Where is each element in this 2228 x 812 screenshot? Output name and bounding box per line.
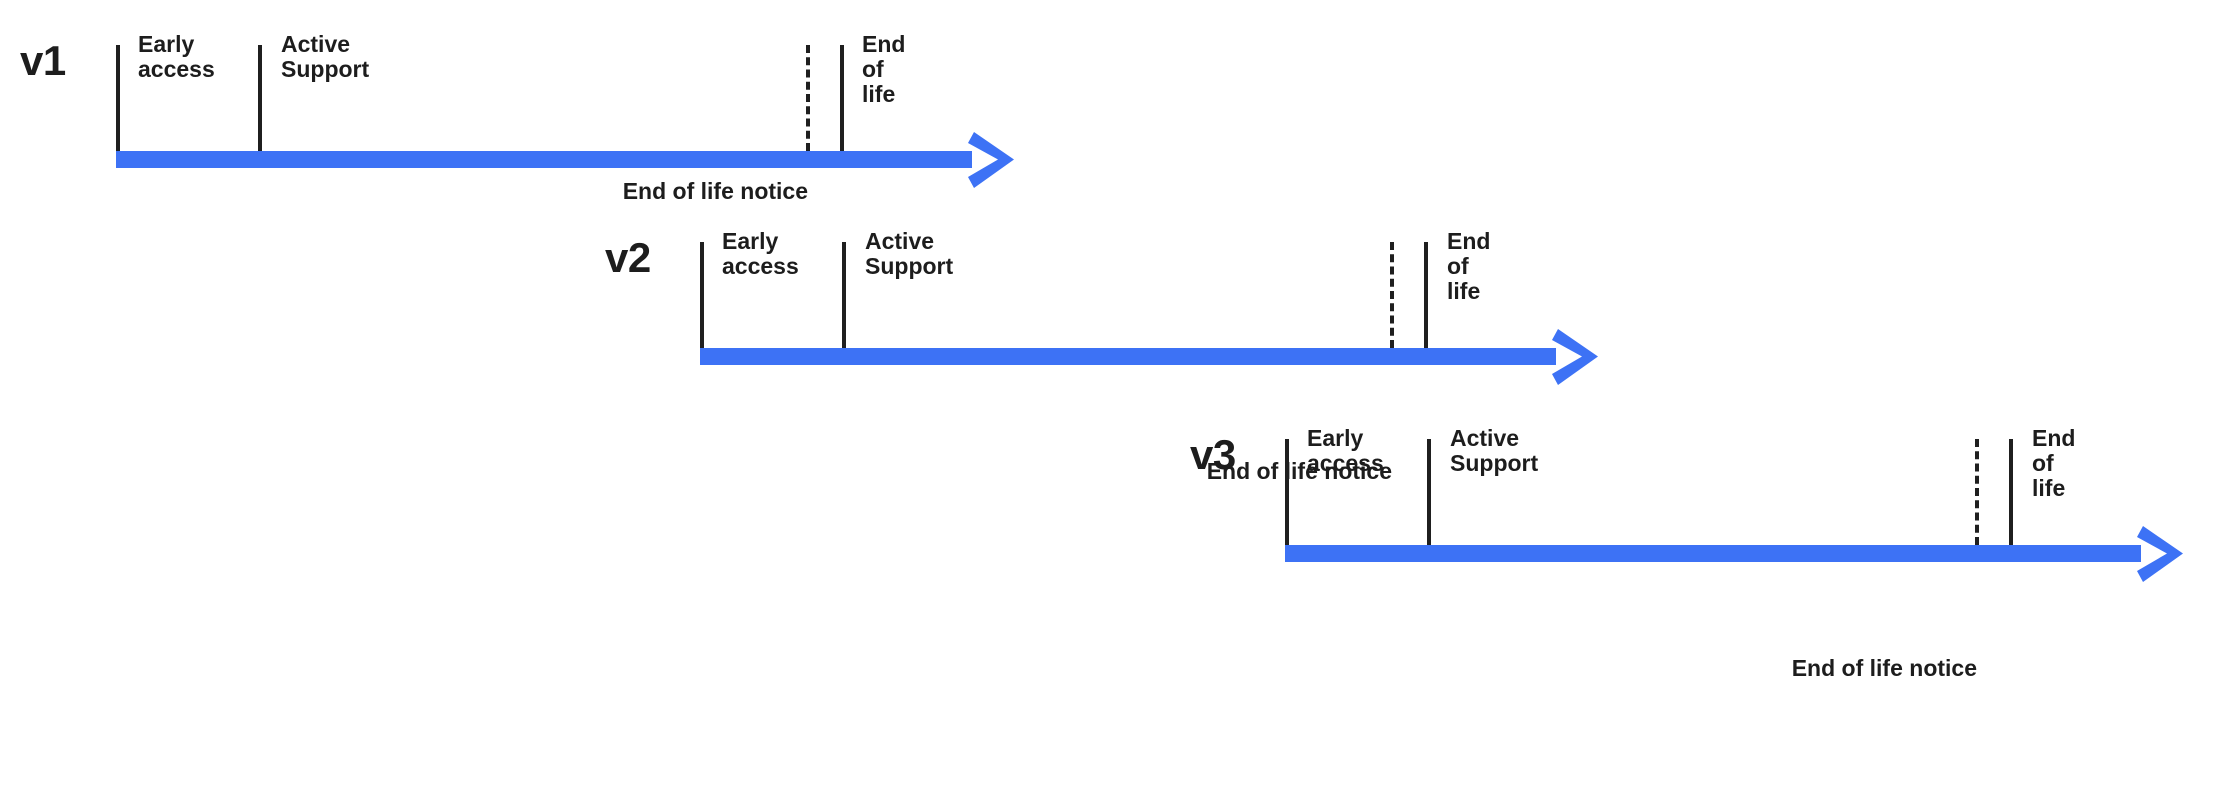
phase-label: Early access [722, 228, 799, 279]
phase-label: Early access [138, 31, 215, 82]
timeline-arrow-head-icon [2137, 524, 2185, 584]
timeline-bar [116, 151, 972, 168]
end-of-life-notice-label: End of life notice [622, 178, 808, 204]
phase-divider [1285, 439, 1289, 545]
timeline-arrow-head-icon [968, 130, 1016, 190]
phase-label: Active Support [1450, 425, 1539, 476]
phase-label: End of life [862, 31, 906, 107]
timeline-bar [1285, 545, 2141, 562]
phase-divider [2009, 439, 2013, 545]
version-label-v1: v1 [20, 37, 66, 84]
end-of-life-notice-label: End of life notice [1206, 458, 1392, 484]
version-label-v2: v2 [605, 234, 651, 281]
timeline-arrow-head-icon [1552, 327, 1600, 387]
phase-divider [1424, 242, 1428, 348]
phase-label: Early access [1307, 425, 1384, 476]
end-of-life-notice-label: End of life notice [1791, 655, 1977, 681]
end-of-life-notice-marker [1975, 439, 1979, 545]
timeline-bar [700, 348, 1556, 365]
phase-label: End of life [1447, 228, 1491, 304]
version-label-v3: v3 [1190, 431, 1236, 478]
phase-label: Active Support [865, 228, 954, 279]
phase-label: End of life [2032, 425, 2076, 501]
end-of-life-notice-marker [806, 45, 810, 151]
phase-divider [700, 242, 704, 348]
phase-divider [258, 45, 262, 151]
phase-divider [842, 242, 846, 348]
end-of-life-notice-marker [1390, 242, 1394, 348]
phase-divider [1427, 439, 1431, 545]
phase-divider [116, 45, 120, 151]
phase-label: Active Support [281, 31, 370, 82]
phase-divider [840, 45, 844, 151]
